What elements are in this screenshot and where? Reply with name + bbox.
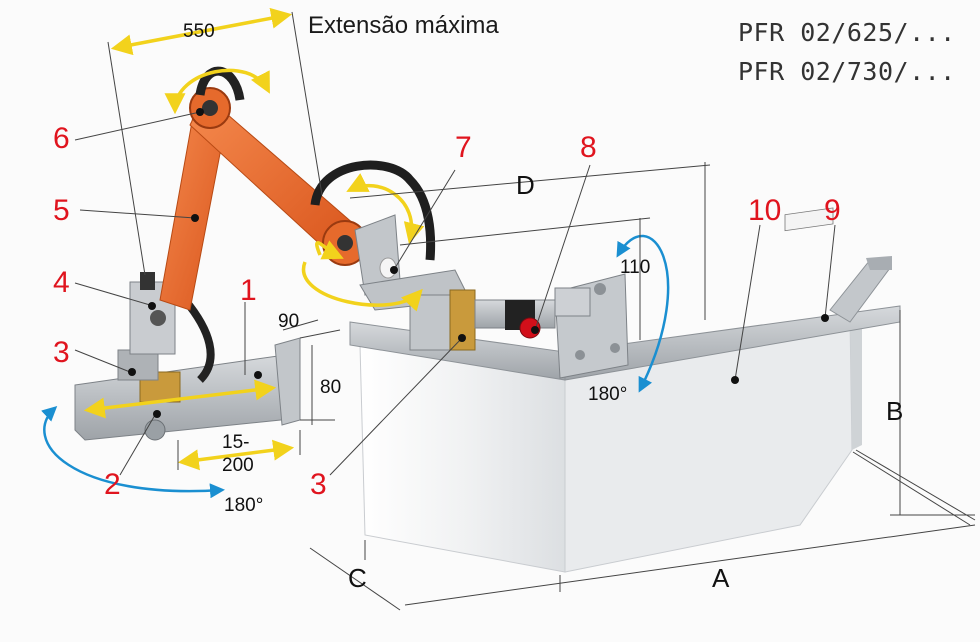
callout-4: 4	[53, 266, 70, 299]
height-110-dimension: 110	[620, 257, 651, 278]
callout-3-left: 3	[53, 336, 70, 369]
stroke-dimension-line1: 15-	[222, 432, 250, 453]
guard-support-bar	[409, 287, 591, 351]
rotation-arrows	[41, 234, 670, 499]
dimension-lines	[74, 11, 976, 611]
callout-1: 1	[240, 274, 257, 307]
callout-8: 8	[580, 131, 597, 164]
reach-dimension: 550	[183, 21, 215, 42]
dimension-b: B	[886, 396, 904, 426]
model-code-1: PFR 02/625/...	[738, 18, 956, 47]
dimension-c: C	[348, 563, 367, 593]
dimension-d: D	[516, 170, 535, 200]
callout-dots	[128, 108, 829, 418]
max-extension-title: Extensão máxima	[308, 12, 499, 39]
callout-2: 2	[104, 468, 121, 501]
callout-5: 5	[53, 194, 70, 227]
rotation-base-label: 180°	[224, 495, 264, 516]
callout-7: 7	[455, 131, 472, 164]
pivot-column	[129, 272, 215, 383]
callout-10: 10	[748, 194, 782, 227]
articulated-arm	[159, 66, 471, 311]
model-code-2: PFR 02/730/...	[738, 57, 956, 86]
rotation-top-label: 180°	[588, 384, 628, 405]
callout-9: 9	[824, 194, 841, 227]
callout-6: 6	[53, 122, 70, 155]
stroke-dimension-line2: 200	[222, 455, 254, 476]
height-80-dimension: 80	[320, 377, 342, 398]
reach-arrows	[83, 7, 425, 471]
callout-3-right: 3	[310, 468, 327, 501]
dimension-a: A	[712, 563, 730, 593]
width-90-dimension: 90	[278, 311, 300, 332]
